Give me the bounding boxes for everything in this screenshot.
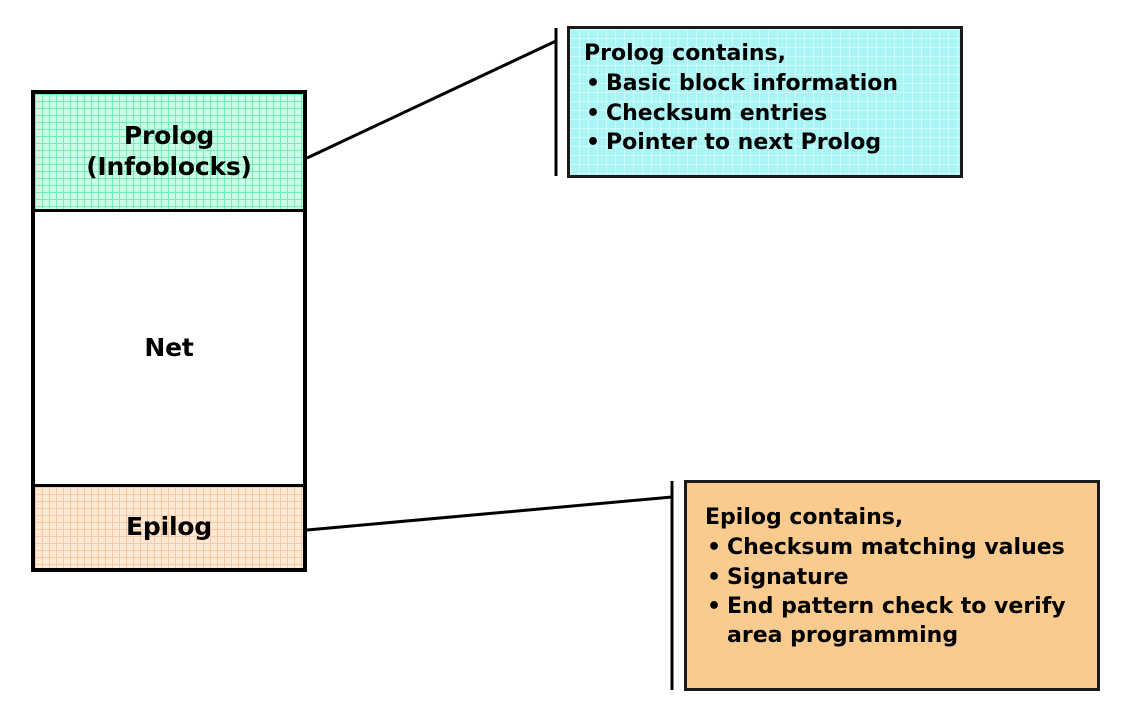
- epilog-callout-list: Checksum matching values Signature End p…: [705, 533, 1097, 650]
- segment-epilog: Epilog: [35, 487, 303, 568]
- segment-prolog: Prolog (Infoblocks): [35, 94, 303, 212]
- segment-net: Net: [35, 212, 303, 487]
- list-item: Signature: [705, 563, 1097, 593]
- segment-epilog-label: Epilog: [126, 512, 212, 542]
- list-item: End pattern check to verify area program…: [705, 592, 1097, 651]
- prolog-leader-line: [306, 39, 557, 160]
- list-item: Pointer to next Prolog: [584, 128, 960, 158]
- list-item: Basic block information: [584, 69, 960, 99]
- segment-net-label: Net: [144, 332, 194, 362]
- net-area-block: Prolog (Infoblocks) Net Epilog: [31, 90, 307, 572]
- list-item: Checksum matching values: [705, 533, 1097, 563]
- epilog-callout-heading: Epilog contains,: [705, 505, 904, 530]
- segment-prolog-label: Prolog (Infoblocks): [86, 121, 252, 181]
- prolog-callout-heading: Prolog contains,: [584, 41, 786, 66]
- epilog-leader-line: [306, 495, 673, 532]
- list-item: Checksum entries: [584, 99, 960, 129]
- epilog-callout: Epilog contains, Checksum matching value…: [684, 480, 1100, 691]
- prolog-callout-list: Basic block information Checksum entries…: [584, 69, 960, 157]
- prolog-callout: Prolog contains, Basic block information…: [567, 26, 963, 178]
